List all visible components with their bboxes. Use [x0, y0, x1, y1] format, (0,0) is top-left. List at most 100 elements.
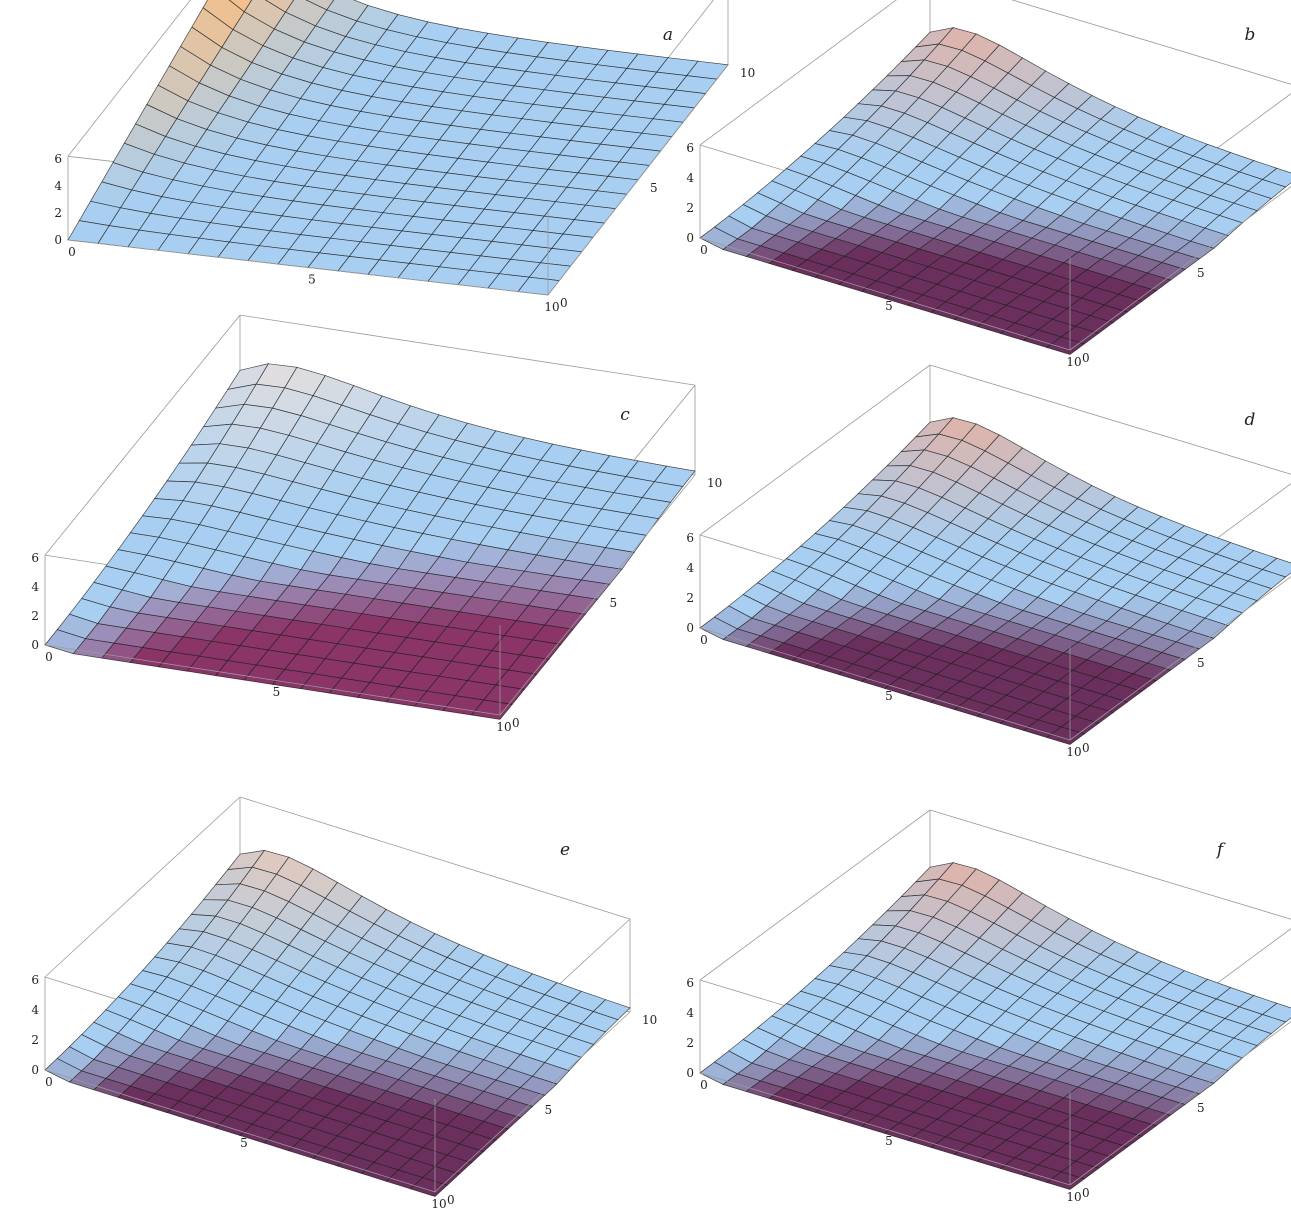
bounding-box-front — [699, 576, 1291, 741]
box-edge — [929, 364, 1291, 475]
surface-patch — [409, 1177, 448, 1197]
z-tick-label: 0 — [686, 621, 694, 635]
box-edge — [44, 644, 501, 716]
z-tick-label: 6 — [686, 976, 694, 990]
surface-mesh — [44, 363, 696, 720]
x-tick-label: 10 — [1066, 1190, 1081, 1204]
y-tick-label: 5 — [545, 1103, 553, 1117]
x-tick-label: 0 — [700, 1078, 708, 1092]
x-tick-label: 5 — [885, 689, 893, 703]
z-tick-label: 0 — [54, 233, 62, 247]
box-edge — [699, 0, 897, 146]
bounding-box-front — [44, 1011, 631, 1193]
box-edge — [699, 237, 1071, 351]
y-tick-label: 5 — [610, 596, 618, 610]
z-tick-label: 4 — [31, 1003, 39, 1017]
panel-label: f — [1215, 840, 1226, 860]
bounding-box-front — [67, 64, 729, 296]
y-tick-label: 0 — [560, 296, 568, 310]
z-tick-label: 0 — [686, 1066, 694, 1080]
z-tick-label: 4 — [686, 171, 694, 185]
y-tick-label: 5 — [1197, 1101, 1205, 1115]
z-tick-label: 2 — [31, 609, 39, 623]
surface-mesh — [699, 862, 1291, 1190]
x-tick-label: 0 — [68, 245, 76, 259]
y-tick-label: 10 — [740, 66, 755, 80]
panel-label: c — [620, 405, 630, 425]
panel-f: 051005100246f — [686, 809, 1291, 1204]
x-tick-label: 0 — [700, 243, 708, 257]
box-edge — [434, 1011, 631, 1193]
box-edge — [1069, 186, 1291, 351]
z-tick-label: 6 — [686, 141, 694, 155]
x-tick-label: 10 — [1066, 355, 1081, 369]
z-tick-label: 4 — [31, 580, 39, 594]
box-edge — [699, 1072, 1071, 1186]
box-edge — [699, 364, 931, 536]
box-edge — [44, 314, 241, 556]
surface-patch — [1046, 336, 1086, 355]
box-edge — [67, 0, 191, 157]
x-tick-label: 5 — [885, 1134, 893, 1148]
x-tick-label: 5 — [240, 1136, 248, 1150]
x-tick-label: 5 — [308, 273, 316, 287]
z-tick-label: 6 — [31, 551, 39, 565]
z-tick-label: 0 — [31, 1063, 39, 1077]
panel-label: d — [1245, 410, 1256, 430]
x-tick-label: 10 — [496, 720, 511, 734]
z-tick-label: 2 — [686, 591, 694, 605]
panel-b: 051005100246b — [686, 0, 1291, 369]
z-tick-label: 6 — [686, 531, 694, 545]
surface-mesh — [44, 849, 631, 1197]
y-tick-label: 0 — [1082, 741, 1090, 755]
panel-label: b — [1245, 25, 1256, 45]
box-edge — [239, 796, 631, 920]
x-tick-label: 0 — [45, 1075, 53, 1089]
y-tick-label: 5 — [1197, 266, 1205, 280]
y-tick-label: 5 — [1197, 656, 1205, 670]
box-edge — [44, 1069, 436, 1193]
y-tick-label: 0 — [1082, 1186, 1090, 1200]
x-tick-label: 0 — [45, 650, 53, 664]
box-edge — [239, 314, 696, 386]
box-edge — [699, 809, 931, 981]
surface-mesh — [699, 27, 1291, 355]
y-tick-label: 0 — [1082, 351, 1090, 365]
z-tick-label: 0 — [686, 231, 694, 245]
z-tick-label: 2 — [686, 1036, 694, 1050]
box-edge — [1011, 0, 1291, 85]
box-edge — [699, 627, 1071, 741]
panel-label: e — [560, 840, 570, 860]
box-edge — [1069, 576, 1291, 741]
z-tick-label: 6 — [31, 973, 39, 987]
box-edge — [499, 474, 696, 716]
panel-d: 051005100246d — [686, 364, 1291, 759]
z-tick-label: 4 — [54, 179, 62, 193]
y-tick-label: 5 — [650, 181, 658, 195]
y-tick-label: 0 — [512, 716, 520, 730]
box-edge — [1069, 1021, 1291, 1186]
x-tick-label: 0 — [700, 633, 708, 647]
z-tick-label: 4 — [686, 561, 694, 575]
panel-label: a — [663, 25, 673, 45]
surface-patch — [470, 699, 513, 720]
z-tick-label: 0 — [31, 638, 39, 652]
bounding-box-front — [699, 186, 1291, 351]
x-tick-label: 10 — [1066, 745, 1081, 759]
x-tick-label: 10 — [431, 1197, 446, 1211]
box-edge — [67, 239, 549, 296]
y-tick-label: 10 — [707, 476, 722, 490]
surface-mesh — [699, 417, 1291, 745]
surface-patch — [1046, 726, 1086, 745]
z-tick-label: 6 — [54, 152, 62, 166]
x-tick-label: 5 — [885, 299, 893, 313]
y-tick-label: 10 — [642, 1013, 657, 1027]
